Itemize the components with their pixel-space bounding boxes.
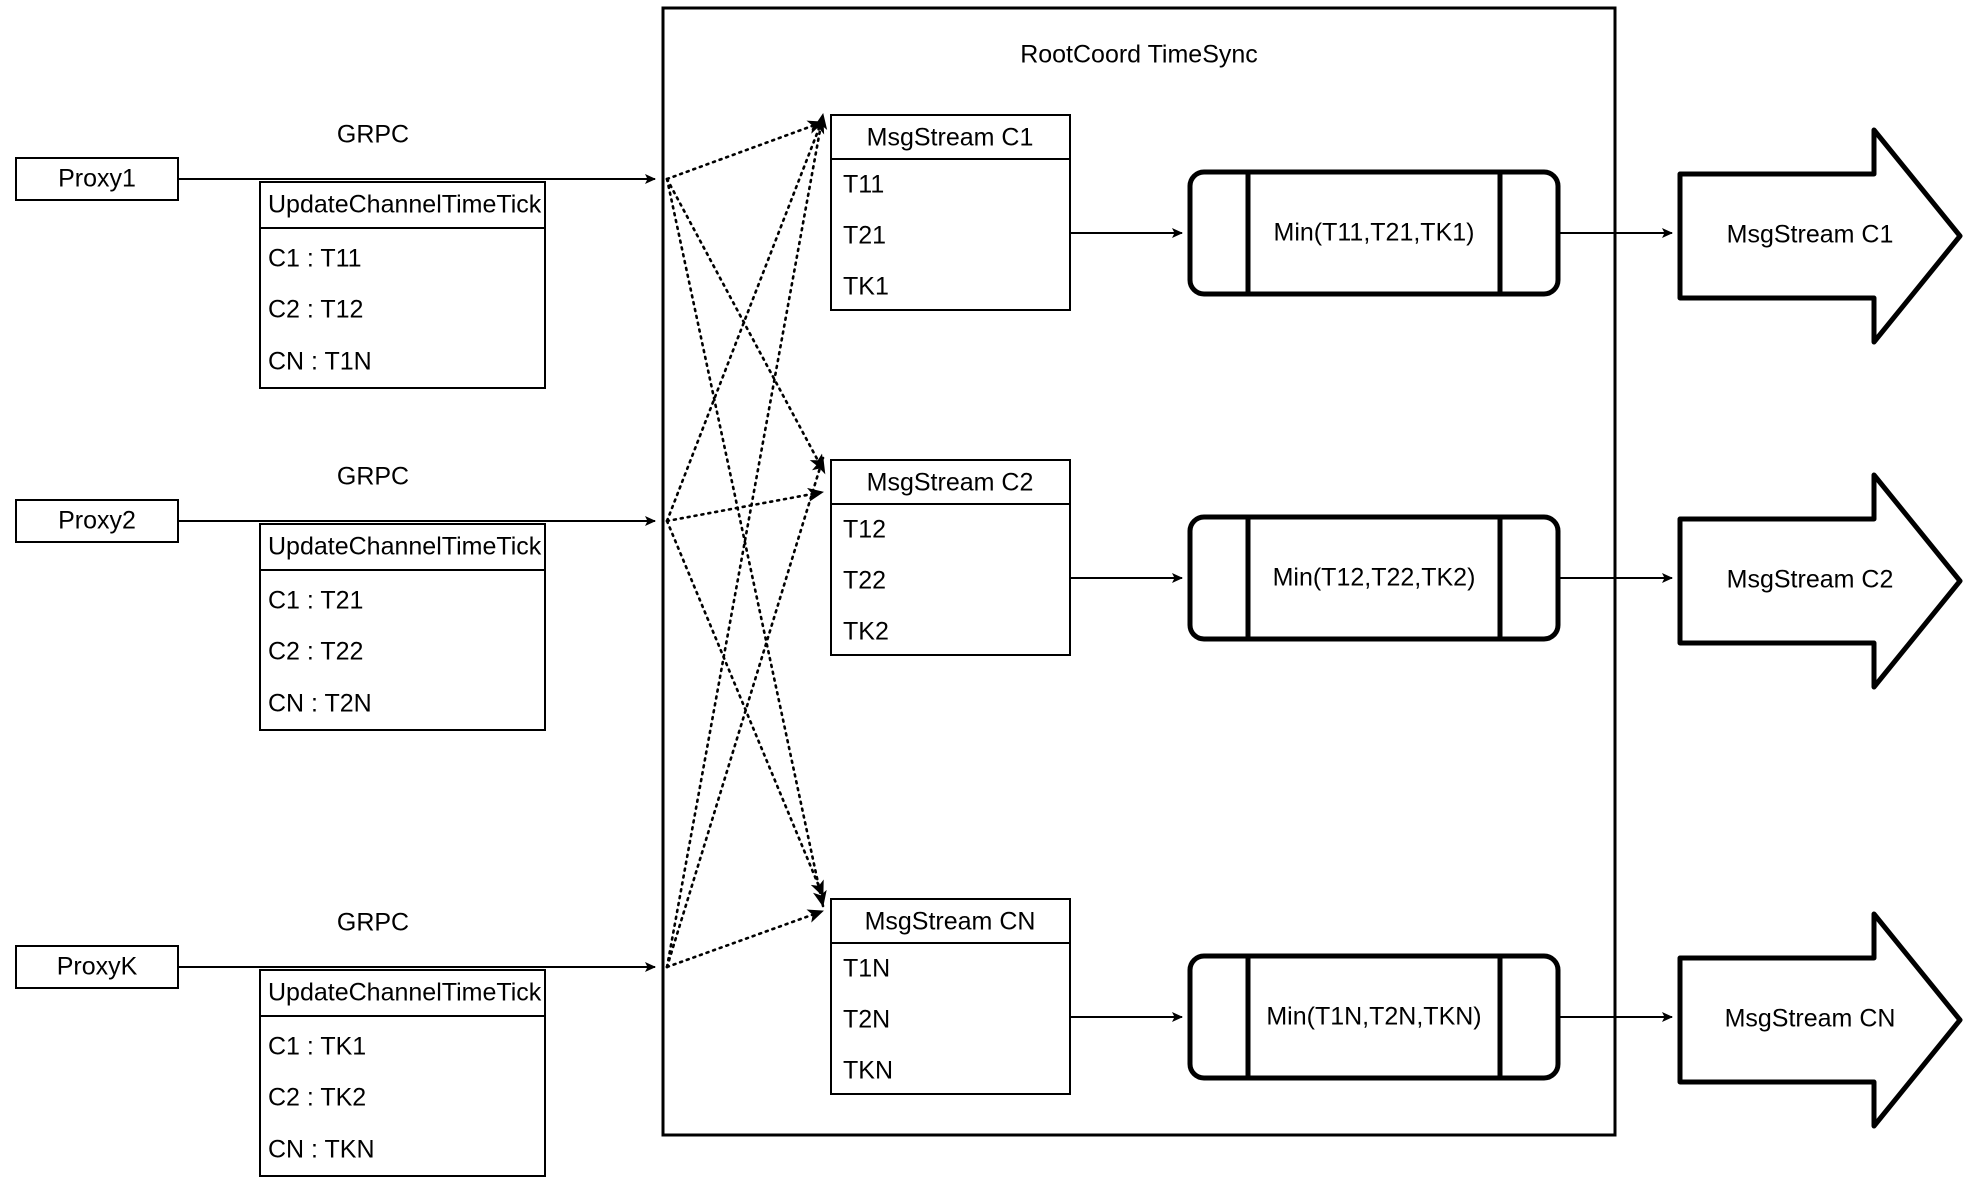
min-box-2: Min(T12,T22,TK2) bbox=[1187, 514, 1561, 642]
update-channel-timetick-box-2-entry-0: C1 : T21 bbox=[268, 587, 363, 615]
grpc-label-2: GRPC bbox=[337, 463, 409, 491]
msgstream-box-3-header: MsgStream CN bbox=[865, 908, 1036, 936]
min-box-1-label: Min(T11,T21,TK1) bbox=[1274, 219, 1475, 247]
msgstream-box-1-entry-1: T21 bbox=[843, 222, 886, 250]
proxy-box-2-label: Proxy2 bbox=[58, 507, 136, 535]
output-arrow-1: MsgStream C1 bbox=[1677, 127, 1963, 345]
output-arrow-2-shape bbox=[1677, 472, 1963, 690]
update-channel-timetick-box-2-rect bbox=[259, 523, 546, 731]
proxy-box-2[interactable]: Proxy2 bbox=[15, 499, 179, 543]
update-channel-timetick-box-2-entry-2: CN : T2N bbox=[268, 690, 372, 718]
min-box-3: Min(T1N,T2N,TKN) bbox=[1187, 953, 1561, 1081]
msgstream-box-2: MsgStream C2 T12 T22 TK2 bbox=[830, 459, 1071, 656]
proxy-box-3-label: ProxyK bbox=[57, 953, 138, 981]
min-box-3-label: Min(T1N,T2N,TKN) bbox=[1266, 1003, 1481, 1031]
rootcoord-timesync-container bbox=[661, 6, 1617, 1137]
msgstream-box-2-rect bbox=[830, 459, 1071, 656]
update-channel-timetick-box-3-rect bbox=[259, 969, 546, 1177]
update-channel-timetick-box-2: UpdateChannelTimeTick C1 : T21 C2 : T22 … bbox=[259, 523, 546, 731]
msgstream-box-1-entry-2: TK1 bbox=[843, 273, 889, 301]
msgstream-box-2-entry-0: T12 bbox=[843, 516, 886, 544]
proxy-box-1[interactable]: Proxy1 bbox=[15, 157, 179, 201]
update-channel-timetick-box-2-entry-1: C2 : T22 bbox=[268, 638, 363, 666]
msgstream-box-3-rect bbox=[830, 898, 1071, 1095]
msgstream-box-3: MsgStream CN T1N T2N TKN bbox=[830, 898, 1071, 1095]
dispatch-line-p1-c2 bbox=[665, 177, 825, 472]
update-channel-timetick-box-3-entry-2: CN : TKN bbox=[268, 1136, 375, 1164]
update-channel-timetick-box-3-entry-1: C2 : TK2 bbox=[268, 1084, 366, 1112]
update-channel-timetick-box-1-entry-0: C1 : T11 bbox=[268, 245, 362, 273]
dispatch-line-p2-c1 bbox=[665, 116, 825, 523]
update-channel-timetick-box-3-entry-0: C1 : TK1 bbox=[268, 1033, 366, 1061]
min-box-2-label: Min(T12,T22,TK2) bbox=[1273, 564, 1476, 592]
dispatch-line-p1-c1 bbox=[665, 120, 825, 181]
msgstream-box-1-rect bbox=[830, 114, 1071, 311]
output-arrow-3-label: MsgStream CN bbox=[1725, 1005, 1896, 1033]
update-channel-timetick-box-3: UpdateChannelTimeTick C1 : TK1 C2 : TK2 … bbox=[259, 969, 546, 1177]
dispatch-line-p1-cn bbox=[665, 177, 827, 908]
output-arrow-1-shape bbox=[1677, 127, 1963, 345]
update-channel-timetick-box-2-header: UpdateChannelTimeTick bbox=[268, 533, 542, 561]
dispatch-line-pk-cn bbox=[665, 909, 825, 969]
output-arrow-3-shape bbox=[1677, 911, 1963, 1129]
msgstream-box-2-entry-2: TK2 bbox=[843, 618, 889, 646]
update-channel-timetick-box-1-header: UpdateChannelTimeTick bbox=[268, 191, 542, 219]
update-channel-timetick-box-1: UpdateChannelTimeTick C1 : T11 C2 : T12 … bbox=[259, 181, 546, 389]
update-channel-timetick-box-1-entry-2: CN : T1N bbox=[268, 348, 372, 376]
msgstream-box-1: MsgStream C1 T11 T21 TK1 bbox=[830, 114, 1071, 311]
dispatch-line-pk-c1 bbox=[665, 112, 828, 969]
proxy-box-1-label: Proxy1 bbox=[58, 165, 136, 193]
dispatch-line-p2-c2 bbox=[665, 487, 825, 523]
output-arrow-2-label: MsgStream C2 bbox=[1727, 566, 1894, 594]
container-title: RootCoord TimeSync bbox=[1020, 41, 1258, 69]
dispatch-line-pk-c2 bbox=[665, 456, 826, 969]
output-arrow-1-label: MsgStream C1 bbox=[1727, 221, 1894, 249]
msgstream-box-2-entry-1: T22 bbox=[843, 567, 886, 595]
msgstream-box-3-entry-0: T1N bbox=[843, 955, 890, 983]
msgstream-box-1-header: MsgStream C1 bbox=[867, 124, 1034, 152]
msgstream-box-1-entry-0: T11 bbox=[843, 171, 884, 199]
proxy-box-3[interactable]: ProxyK bbox=[15, 945, 179, 989]
dispatch-line-p2-cn bbox=[665, 519, 825, 898]
msgstream-box-2-header: MsgStream C2 bbox=[867, 469, 1034, 497]
output-arrow-2: MsgStream C2 bbox=[1677, 472, 1963, 690]
min-box-1: Min(T11,T21,TK1) bbox=[1187, 169, 1561, 297]
msgstream-box-3-entry-1: T2N bbox=[843, 1006, 890, 1034]
grpc-label-3: GRPC bbox=[337, 909, 409, 937]
msgstream-box-3-entry-2: TKN bbox=[843, 1057, 893, 1085]
update-channel-timetick-box-1-rect bbox=[259, 181, 546, 389]
output-arrow-3: MsgStream CN bbox=[1677, 911, 1963, 1129]
update-channel-timetick-box-3-header: UpdateChannelTimeTick bbox=[268, 979, 542, 1007]
grpc-label-1: GRPC bbox=[337, 121, 409, 149]
update-channel-timetick-box-1-entry-1: C2 : T12 bbox=[268, 296, 363, 324]
